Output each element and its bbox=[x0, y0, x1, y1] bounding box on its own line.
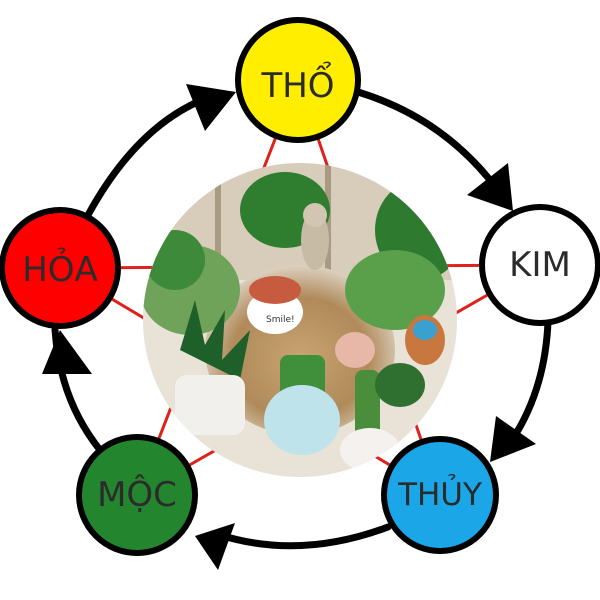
smile-pot-label: Smile! bbox=[266, 315, 295, 325]
arrow-kim-to-thuy-icon bbox=[490, 416, 536, 462]
node-moc: MỘC bbox=[76, 434, 198, 556]
node-hoa-label: HỎA bbox=[22, 246, 98, 290]
node-hoa: HỎA bbox=[0, 207, 121, 329]
center-plant-photo: Smile! bbox=[143, 163, 457, 477]
node-thuy: THỦY bbox=[381, 436, 499, 554]
arrow-thuy-to-moc-icon bbox=[195, 523, 235, 570]
node-moc-label: MỘC bbox=[97, 474, 177, 515]
cycle-arrowheads bbox=[42, 84, 536, 570]
node-kim: KIM bbox=[479, 204, 600, 326]
node-thuy-label: THỦY bbox=[397, 473, 482, 513]
node-kim-label: KIM bbox=[509, 245, 571, 285]
node-tho-label: THỔ bbox=[260, 60, 334, 106]
arrow-moc-to-hoa-icon bbox=[42, 330, 92, 374]
arrow-tho-to-kim-icon bbox=[467, 163, 513, 211]
arrow-hoa-to-tho-icon bbox=[186, 84, 236, 131]
node-tho: THỔ bbox=[235, 17, 361, 143]
